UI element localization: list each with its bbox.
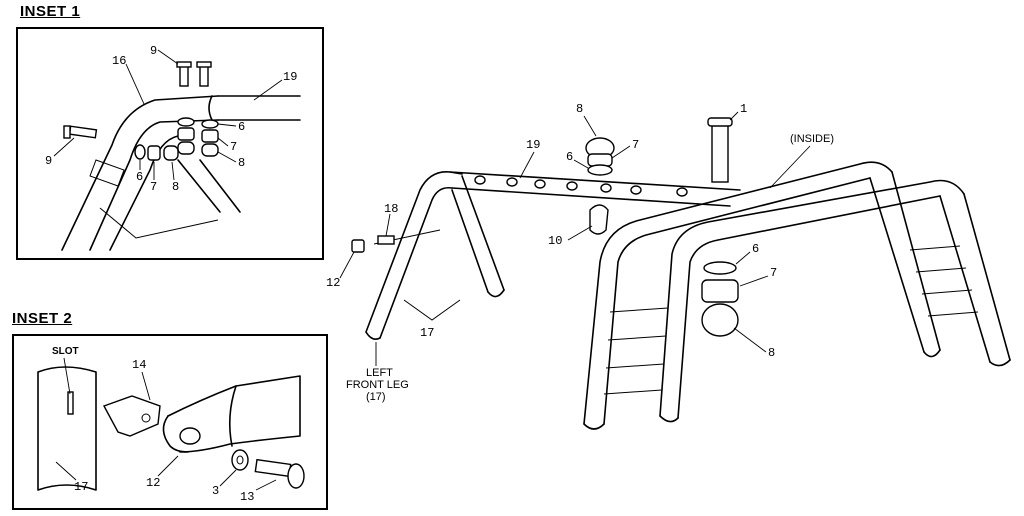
callout-8-left: 8 <box>172 180 179 194</box>
inset-2-box <box>12 334 328 510</box>
inset-1-box <box>16 27 324 260</box>
caption-line-3: (17) <box>366 391 386 403</box>
main-callouts: 8 7 6 19 1 (INSIDE) 10 18 12 17 6 7 8 <box>326 102 834 360</box>
main-frame-drawing <box>351 117 1011 430</box>
callout-6-left: 6 <box>136 170 143 184</box>
callout-9-top: 9 <box>150 44 157 58</box>
caption-line-1: LEFT <box>366 367 393 379</box>
callout-7-right: 7 <box>230 140 237 154</box>
callout-14: 14 <box>132 358 146 372</box>
callout-17-inset2: 17 <box>74 480 88 494</box>
inset-1-title: INSET 1 <box>20 3 81 20</box>
inset-2-drawing <box>37 366 305 491</box>
inset-1-drawing <box>61 61 301 251</box>
callout-8-right: 8 <box>238 156 245 170</box>
callout-7-main-top: 7 <box>632 138 639 152</box>
callout-8-main-top: 8 <box>576 102 583 116</box>
callout-6-main-bottom: 6 <box>752 242 759 256</box>
inset-1-callouts: 9 16 19 9 6 7 8 6 7 8 <box>45 44 297 194</box>
callout-19-main: 19 <box>526 138 540 152</box>
callout-12-main: 12 <box>326 276 340 290</box>
callout-19: 19 <box>283 70 297 84</box>
callout-7-left: 7 <box>150 180 157 194</box>
callout-slot: SLOT <box>52 346 79 357</box>
caption-line-2: FRONT LEG <box>346 379 409 391</box>
callout-1: 1 <box>740 102 747 116</box>
callout-17-main: 17 <box>420 326 434 340</box>
callout-inside: (INSIDE) <box>790 133 834 145</box>
callout-16: 16 <box>112 54 126 68</box>
callout-12-inset2: 12 <box>146 476 160 490</box>
callout-7-main-bottom: 7 <box>770 266 777 280</box>
callout-6-main-top: 6 <box>566 150 573 164</box>
inset-2-callouts: SLOT 14 17 12 3 13 <box>52 346 277 504</box>
callout-18: 18 <box>384 202 398 216</box>
callout-3: 3 <box>212 484 219 498</box>
callout-9-side: 9 <box>45 154 52 168</box>
callout-13: 13 <box>240 490 254 504</box>
left-front-leg-caption: LEFT FRONT LEG (17) <box>346 342 409 403</box>
inset-2-title: INSET 2 <box>12 310 73 327</box>
callout-8-main-bottom: 8 <box>768 346 775 360</box>
callout-6-right: 6 <box>238 120 245 134</box>
callout-10: 10 <box>548 234 562 248</box>
